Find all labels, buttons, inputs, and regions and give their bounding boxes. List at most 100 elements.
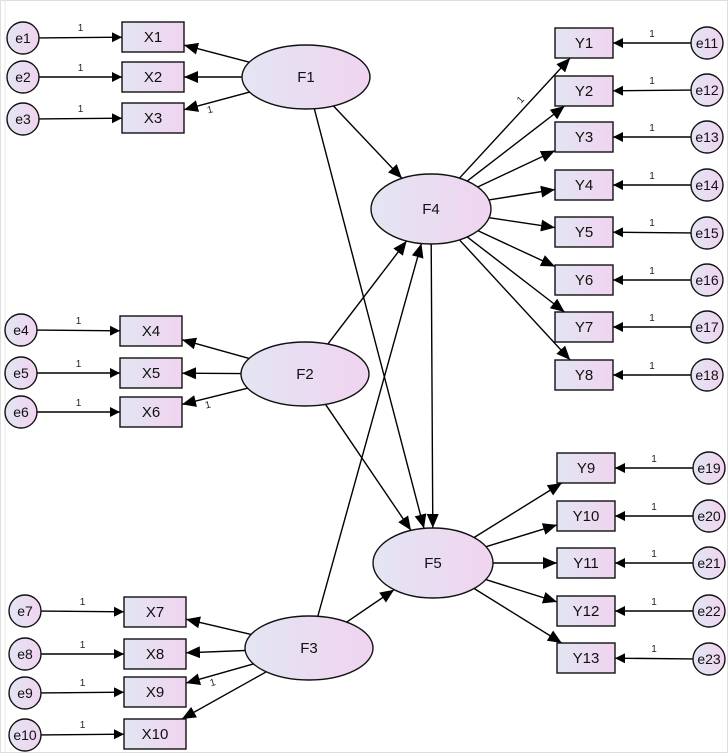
- observed-variable-label: Y2: [575, 83, 593, 100]
- path-weight-label: 1: [651, 454, 657, 465]
- error-term-e9: [8, 676, 42, 710]
- path-weight-label: 1: [80, 678, 86, 689]
- error-term-label: e17: [695, 319, 719, 335]
- error-term-e13: [690, 120, 724, 154]
- loading-arrow-f1-x1: [183, 42, 250, 63]
- error-term-label: e23: [697, 651, 721, 667]
- error-term-e18: [690, 358, 724, 392]
- observed-variable-label: X3: [144, 110, 162, 127]
- observed-variable-x5: [119, 357, 183, 389]
- observed-variable-label: Y3: [575, 129, 593, 146]
- observed-variable-y8: [554, 359, 614, 391]
- error-term-e10: [8, 718, 42, 752]
- observed-variable-label: Y13: [573, 650, 600, 667]
- observed-variable-y4: [554, 169, 614, 201]
- path-weight-label: 1: [78, 23, 84, 34]
- error-term-e23: [692, 642, 726, 676]
- observed-variable-label: X9: [146, 684, 164, 701]
- latent-factor-label: F3: [300, 640, 318, 657]
- observed-variable-label: Y12: [573, 603, 600, 620]
- path-weight-label: 1: [651, 597, 657, 608]
- observed-variable-label: X7: [146, 604, 164, 621]
- path-weight-label: 1: [76, 359, 82, 370]
- loading-arrow-f3-x8: [185, 646, 246, 659]
- error-term-label: e5: [13, 365, 29, 381]
- error-term-label: e21: [697, 555, 721, 571]
- error-term-label: e6: [13, 404, 29, 420]
- latent-factor-f4: [370, 173, 492, 245]
- observed-variable-x4: [119, 315, 183, 347]
- loading-arrow-f5-y10: [485, 523, 558, 548]
- observed-variable-y9: [556, 452, 616, 484]
- error-term-e8: [8, 637, 42, 671]
- path-weight-label: 1: [649, 29, 655, 40]
- observed-variable-x10: [123, 718, 187, 750]
- error-arrow-e15: [612, 227, 692, 238]
- path-weight-label: 1: [209, 677, 218, 689]
- loading-arrow-f4-y4: [488, 185, 556, 201]
- error-term-e11: [690, 26, 724, 60]
- observed-variable-label: Y7: [575, 319, 593, 336]
- error-term-label: e16: [695, 272, 719, 288]
- path-weight-label: 1: [649, 218, 655, 229]
- observed-variable-label: X5: [142, 365, 160, 382]
- observed-variable-x7: [123, 596, 187, 628]
- error-term-label: e1: [15, 30, 31, 46]
- loading-arrow-f4-y8: [458, 239, 571, 361]
- loading-arrow-f4-y1: [458, 57, 571, 179]
- path-weight-label: 1: [649, 76, 655, 87]
- loading-arrow-f1-x3: [183, 91, 250, 112]
- error-term-e6: [4, 395, 38, 429]
- observed-variable-x6: [119, 396, 183, 428]
- error-arrow-e1: [38, 32, 123, 43]
- latent-factor-f1: [241, 44, 371, 110]
- error-term-e1: [6, 21, 40, 55]
- error-arrow-e3: [38, 113, 123, 124]
- error-term-label: e19: [697, 460, 721, 476]
- path-weight-label: 1: [649, 171, 655, 182]
- error-term-e5: [4, 356, 38, 390]
- observed-variable-label: X8: [146, 646, 164, 663]
- path-arrow-f1-f5: [313, 108, 427, 529]
- loading-arrow-f3-x9: [185, 663, 254, 686]
- path-weight-label: 1: [76, 316, 82, 327]
- latent-factor-f5: [372, 527, 494, 599]
- observed-variable-label: Y8: [575, 367, 593, 384]
- loading-arrow-f3-x7: [185, 616, 252, 636]
- error-arrow-e10: [40, 729, 125, 740]
- error-term-label: e8: [17, 646, 33, 662]
- observed-variable-label: Y1: [575, 35, 593, 52]
- error-term-e22: [692, 594, 726, 628]
- path-weight-label: 1: [80, 640, 86, 651]
- loading-arrow-f4-y3: [477, 149, 556, 188]
- error-term-e2: [6, 60, 40, 94]
- error-term-label: e14: [695, 177, 719, 193]
- error-term-e15: [690, 216, 724, 250]
- path-weight-label: 1: [80, 720, 86, 731]
- path-arrow-f2-f4: [327, 240, 408, 345]
- error-term-label: e7: [17, 603, 33, 619]
- path-weight-label: 1: [206, 104, 215, 116]
- path-weight-label: 1: [651, 502, 657, 513]
- latent-factor-label: F5: [424, 555, 442, 572]
- path-arrow-f3-f4: [317, 243, 424, 617]
- observed-variable-label: X6: [142, 404, 160, 421]
- observed-variable-y13: [556, 642, 616, 674]
- path-arrow-f3-f5: [346, 589, 395, 623]
- loading-arrow-f5-y13: [473, 587, 563, 644]
- observed-variable-y10: [556, 500, 616, 532]
- observed-variable-y1: [554, 27, 614, 59]
- error-term-e21: [692, 546, 726, 580]
- observed-variable-y11: [556, 547, 616, 579]
- path-weight-label: 1: [515, 94, 527, 106]
- observed-variable-label: Y4: [575, 177, 593, 194]
- path-weight-label: 1: [80, 597, 86, 608]
- observed-variable-y6: [554, 264, 614, 296]
- error-arrow-e7: [40, 606, 125, 617]
- path-arrow-f4-f5: [426, 243, 439, 529]
- path-weight-label: 1: [204, 399, 212, 411]
- observed-variable-x9: [123, 676, 187, 708]
- observed-variable-label: Y10: [573, 508, 600, 525]
- error-term-e3: [6, 102, 40, 136]
- loading-arrow-f4-y5: [488, 217, 556, 232]
